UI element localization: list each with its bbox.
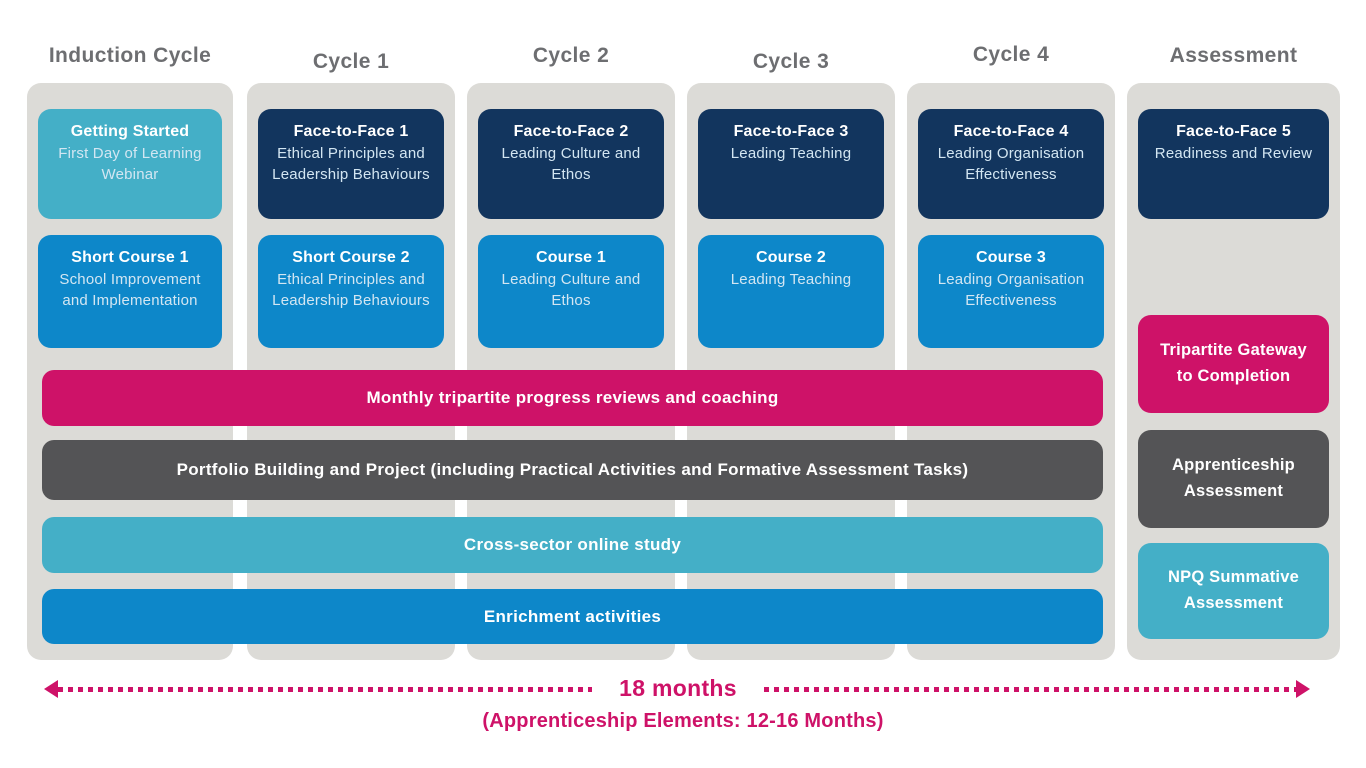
course-card: Face-to-Face 2 Leading Culture and Ethos [478,109,664,219]
column-header-cycle-1: Cycle 1 [312,50,390,73]
timeline-arrow-left-icon [44,680,58,698]
timeline-dotted-line-right [764,687,1296,692]
card-subtitle: Ethical Principles and Leadership Behavi… [272,271,430,310]
monthly-tripartite-reviews-bar: Monthly tripartite progress reviews and … [42,370,1103,426]
column-header-assessment: Assessment [1169,44,1298,67]
card-subtitle: First Day of Learning Webinar [58,145,202,184]
column-header-cycle-2: Cycle 2 [532,44,610,67]
cross-sector-study-bar: Cross-sector online study [42,517,1103,573]
card-title: Face-to-Face 4 [953,123,1069,140]
card-subtitle: Leading Teaching [730,271,852,289]
timeline-dotted-line-left [58,687,592,692]
card-title: Face-to-Face 1 [293,123,409,140]
card-subtitle: Ethical Principles and Leadership Behavi… [272,145,430,184]
portfolio-building-bar: Portfolio Building and Project (includin… [42,440,1103,500]
card-title: Course 1 [535,249,607,266]
card-subtitle: Leading Culture and Ethos [501,271,641,310]
card-title: Short Course 1 [71,249,189,266]
column-header-cycle-3: Cycle 3 [752,50,830,73]
course-card: Face-to-Face 3 Leading Teaching [698,109,884,219]
card-title: Face-to-Face 3 [733,123,849,140]
card-title: Face-to-Face 2 [513,123,629,140]
enrichment-activities-bar: Enrichment activities [42,589,1103,644]
card-title: Getting Started [70,123,190,140]
timeline-note-label: (Apprenticeship Elements: 12-16 Months) [482,710,884,732]
timeline-arrow-right-icon [1296,680,1310,698]
course-card: Face-to-Face 5 Readiness and Review [1138,109,1329,219]
card-subtitle: Leading Organisation Effectiveness [937,145,1085,184]
course-card: Face-to-Face 4 Leading Organisation Effe… [918,109,1104,219]
course-card: Short Course 2 Ethical Principles and Le… [258,235,444,348]
course-card: Getting Started First Day of Learning We… [38,109,222,219]
tripartite-gateway-card: Tripartite Gateway to Completion [1138,315,1329,413]
card-title: Course 3 [975,249,1047,266]
column-assessment: Face-to-Face 5 Readiness and Review Trip… [1127,83,1340,660]
card-subtitle: Leading Culture and Ethos [501,145,641,184]
card-title: Short Course 2 [292,249,410,266]
column-header-induction: Induction Cycle [48,44,212,67]
column-header-cycle-4: Cycle 4 [972,43,1050,66]
course-card: Short Course 1 School Improvement and Im… [38,235,222,348]
card-subtitle: School Improvement and Implementation [59,271,201,310]
course-card: Course 2 Leading Teaching [698,235,884,348]
apprenticeship-assessment-card: Apprenticeship Assessment [1138,430,1329,528]
card-subtitle: Leading Teaching [730,145,852,163]
card-title: Course 2 [755,249,827,266]
course-card: Course 1 Leading Culture and Ethos [478,235,664,348]
course-card: Course 3 Leading Organisation Effectiven… [918,235,1104,348]
card-title: Face-to-Face 5 [1176,123,1291,140]
timeline-duration-label: 18 months [619,675,737,701]
npq-summative-assessment-card: NPQ Summative Assessment [1138,543,1329,639]
card-subtitle: Leading Organisation Effectiveness [937,271,1085,310]
course-card: Face-to-Face 1 Ethical Principles and Le… [258,109,444,219]
card-subtitle: Readiness and Review [1154,145,1313,163]
